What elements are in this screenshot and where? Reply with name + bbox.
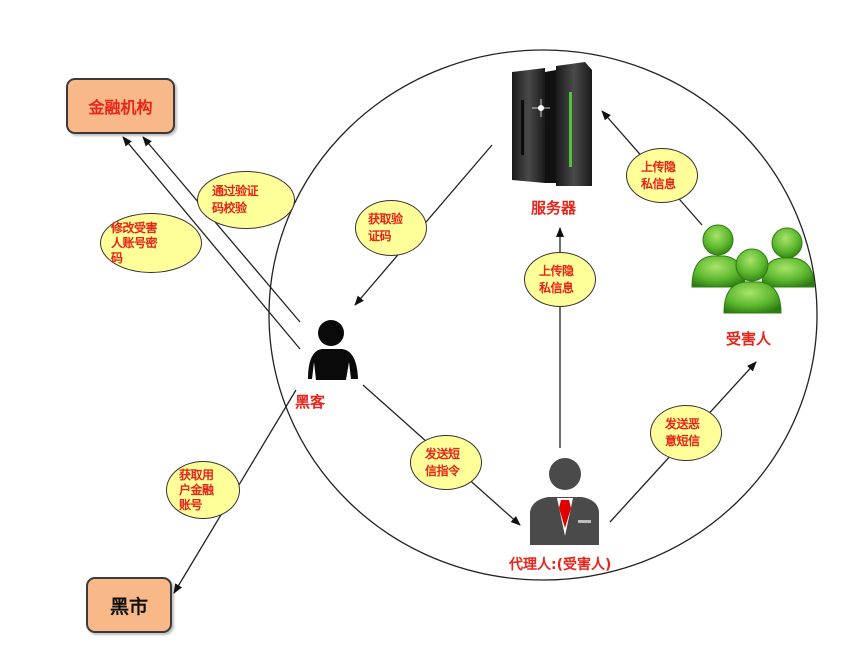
agent-label: 代理人:(受害人) [509, 557, 612, 573]
victims-icon [691, 224, 815, 314]
financial-institution-label: 金融机构 [88, 98, 153, 117]
server-label: 服务器 [531, 199, 577, 217]
hacker-label: 黑客 [295, 393, 326, 411]
edge-label-text: 修改受害 人账号密 码 [111, 220, 158, 265]
edge-label-upload-private-agent: 上传隐 私信息 [524, 252, 596, 307]
edge-hacker-to-financial-verify [142, 136, 301, 323]
edge-label-get-account: 获取用 户金融 账号 [166, 461, 240, 519]
edge-label-text: 发送恶 意短信 [665, 417, 700, 448]
edge-label-pass-verification: 通过验证 码校验 [197, 171, 295, 229]
victims-label: 受害人 [726, 330, 772, 348]
system-boundary-circle [268, 49, 818, 581]
financial-institution-box[interactable]: 金融机构 [66, 78, 175, 134]
edge-label-text: 通过验证 码校验 [212, 184, 259, 215]
edge-label-send-malicious-sms: 发送恶 意短信 [650, 405, 722, 461]
edge-label-text: 上传隐 私信息 [539, 263, 574, 295]
edge-label-get-code: 获取验 证码 [355, 200, 427, 256]
edge-hacker-to-financial-modify [122, 136, 301, 350]
hacker-icon [308, 320, 358, 380]
black-market-label: 黑市 [109, 595, 148, 618]
edge-label-modify-password: 修改受害 人账号密 码 [100, 213, 202, 273]
server-icon [512, 62, 592, 186]
black-market-box[interactable]: 黑市 [86, 577, 172, 633]
edge-label-send-sms-command: 发送短 信指令 [410, 435, 482, 490]
edge-label-text: 获取用 户金融 账号 [179, 467, 214, 512]
edge-label-text: 发送短 信指令 [425, 446, 460, 478]
edge-label-text: 获取验 证码 [368, 212, 403, 243]
agent-icon [530, 458, 599, 545]
edge-label-upload-private-victims: 上传隐 私信息 [626, 148, 698, 203]
edge-label-text: 上传隐 私信息 [641, 159, 676, 191]
